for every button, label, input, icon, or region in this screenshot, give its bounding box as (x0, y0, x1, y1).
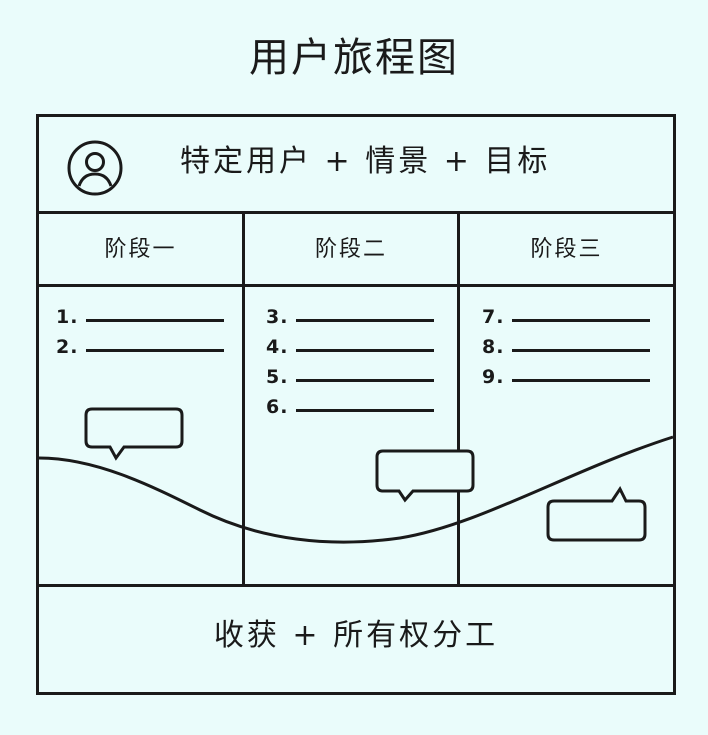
page-title: 用户旅程图 (249, 35, 459, 81)
header-divider (36, 211, 676, 214)
footer-divider (36, 584, 676, 587)
list-item: 8. (482, 332, 650, 362)
list-item-number: 4. (266, 336, 289, 358)
blank-line (512, 378, 650, 382)
list-item: 1. (56, 302, 224, 332)
list-item: 3. (266, 302, 434, 332)
speech-bubble-icon (546, 486, 647, 542)
stage-3-label: 阶段三 (530, 237, 603, 262)
column-divider-2 (457, 212, 460, 586)
persona-scenario-goal: 特定用户 + 情景 + 目标 (180, 144, 551, 179)
list-item: 7. (482, 302, 650, 332)
list-item: 4. (266, 332, 434, 362)
stage-3-list: 7. 8. 9. (482, 302, 650, 392)
blank-line (296, 408, 434, 412)
list-item: 6. (266, 392, 434, 422)
blank-line (86, 348, 224, 352)
list-item-number: 3. (266, 306, 289, 328)
emotion-curve (38, 435, 674, 544)
blank-line (512, 318, 650, 322)
blank-line (296, 378, 434, 382)
stage-2-label: 阶段二 (314, 237, 387, 262)
list-item: 5. (266, 362, 434, 392)
blank-line (296, 348, 434, 352)
stage-2-list: 3. 4. 5. 6. (266, 302, 434, 422)
user-avatar-icon (66, 139, 124, 197)
list-item: 2. (56, 332, 224, 362)
journey-map-frame (36, 114, 676, 695)
list-item-number: 2. (56, 336, 79, 358)
stage-1-list: 1. 2. (56, 302, 224, 362)
gains-and-ownership: 收获 + 所有权分工 (213, 618, 499, 653)
list-item-number: 8. (482, 336, 505, 358)
list-item-number: 7. (482, 306, 505, 328)
list-item-number: 9. (482, 366, 505, 388)
list-item-number: 1. (56, 306, 79, 328)
list-item-number: 5. (266, 366, 289, 388)
stage-1-label: 阶段一 (104, 237, 177, 262)
blank-line (512, 348, 650, 352)
blank-line (296, 318, 434, 322)
speech-bubble-icon (375, 449, 475, 503)
list-item-number: 6. (266, 396, 289, 418)
speech-bubble-icon (84, 407, 184, 461)
stage-header-divider (36, 284, 676, 287)
list-item: 9. (482, 362, 650, 392)
column-divider-1 (242, 212, 245, 586)
blank-line (86, 318, 224, 322)
